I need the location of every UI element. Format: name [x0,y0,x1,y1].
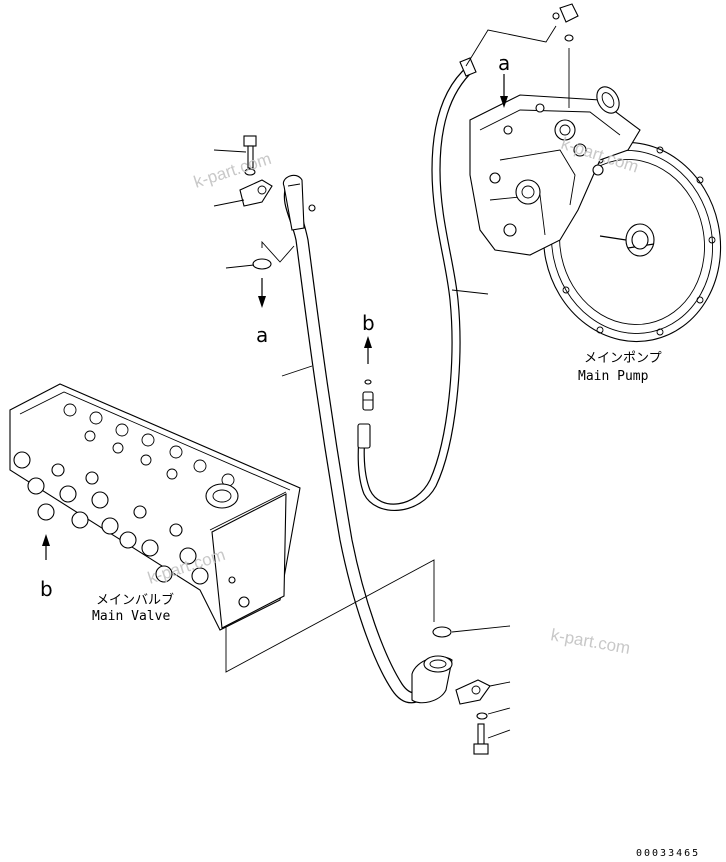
o-ring-icon [364,379,372,385]
main-pump-caption-jp: メインポンプ [584,351,662,366]
washer-icon [244,168,256,176]
bolt-icon [473,723,489,755]
o-ring-icon [252,258,272,270]
drawing-number: 00033465 [636,848,700,859]
hose-icon [282,174,453,704]
main-valve-caption-en: Main Valve [92,609,170,624]
label-a-left: a [256,323,268,347]
main-valve [9,383,301,631]
bolt-icon [243,135,257,169]
main-valve-caption-jp: メインバルブ [96,592,174,608]
connector-icon [362,391,374,411]
washer-icon [476,712,488,720]
clamp-icon [455,679,491,705]
label-b-center: b [362,311,375,335]
main-pump [469,86,722,343]
main-pump-caption-en: Main Pump [578,369,649,384]
elbow-fitting-icon [552,3,579,108]
clamp-icon [239,179,273,207]
hose-icon [357,57,477,512]
label-b-left: b [40,577,53,601]
watermark: k-part.com [549,625,631,658]
o-ring-icon [432,626,452,638]
label-a-top: a [498,51,510,75]
